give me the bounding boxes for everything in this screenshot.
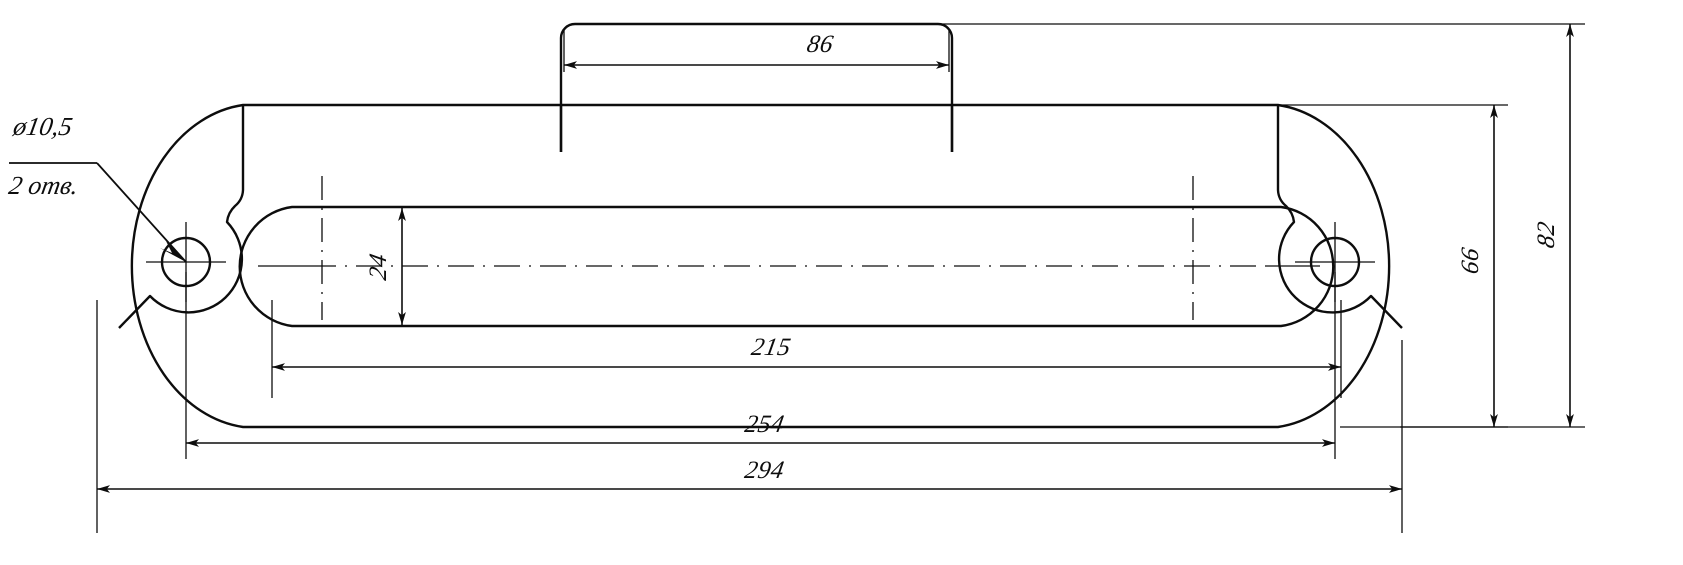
- hole-callout-leader: [9, 162, 187, 263]
- leader-slant: [96, 162, 187, 263]
- dim-label-86: 86: [805, 31, 836, 58]
- extension-line-group: [96, 23, 1585, 533]
- hole-diameter-label: ø10,5: [10, 112, 75, 141]
- dim-label-82: 82: [1533, 219, 1560, 250]
- dimension-line-group: [97, 24, 1574, 493]
- leader-arrow-head: [160, 241, 186, 262]
- top-tab-outline: [559, 22, 954, 152]
- hole-quantity-label: 2 отв.: [7, 171, 81, 200]
- dim-label-215: 215: [749, 334, 793, 361]
- part-outline-group: [118, 22, 1403, 429]
- dim-label-294: 294: [743, 457, 787, 484]
- left-boss-notch: [118, 105, 245, 329]
- center-slot-outline: [238, 205, 1335, 328]
- dim-label-66: 66: [1457, 245, 1484, 276]
- dim-label-24: 24: [365, 251, 392, 282]
- dim-label-254: 254: [743, 411, 787, 438]
- plate-outline: [130, 103, 1391, 429]
- centerline-group: [146, 176, 1375, 320]
